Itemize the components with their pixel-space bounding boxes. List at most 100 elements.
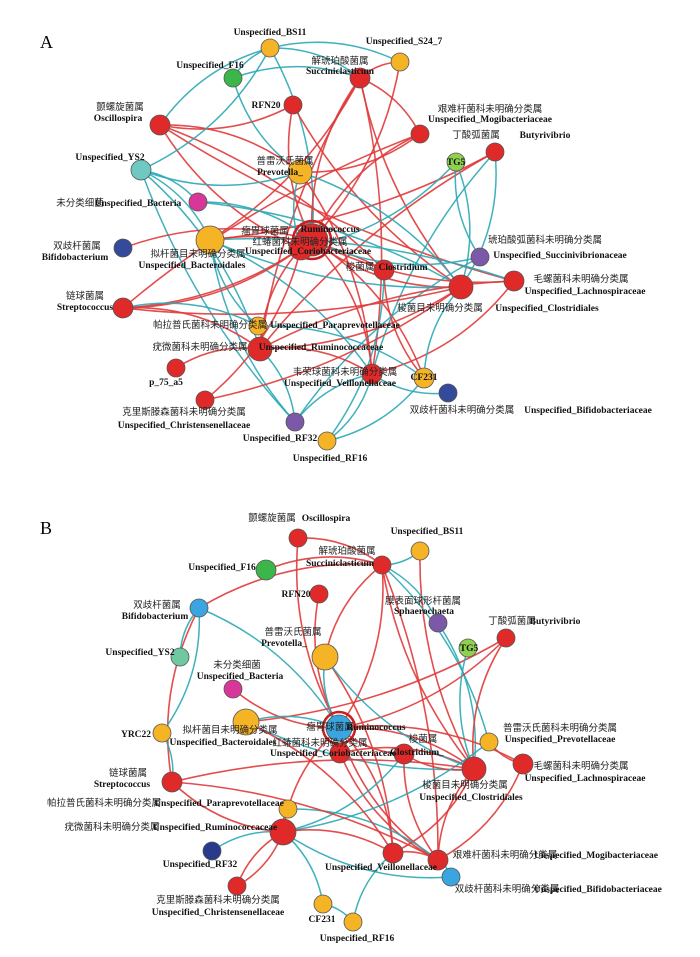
positive-edge [324,564,383,658]
node-label-en: Unspecified_Coriobacteriaceae [245,247,371,257]
node-butyr[interactable] [485,142,505,162]
node-rumfam[interactable] [247,336,273,362]
node-label-en: Unspecified_Ruminococcaceae [153,823,278,833]
node-prev[interactable] [287,159,313,185]
panel-letter: A [40,32,53,52]
node-bacteroid[interactable] [232,708,260,736]
node-strep[interactable] [161,771,183,793]
node-bifido[interactable] [189,598,209,618]
positive-edge [311,61,401,241]
node-label-en: Unspecified_RF16 [320,934,395,944]
node-p75[interactable] [166,358,186,378]
node-clost[interactable] [393,743,415,765]
node-label-cn: 韦荣球菌科未明确分类属 [293,366,398,378]
node-label-cn: 克里斯滕森菌科未明确分类属 [156,894,280,906]
node-label-cn: 毛螺菌科未明确分类属 [533,273,628,285]
negative-edge [455,161,471,288]
node-clostr[interactable] [461,756,487,782]
positive-edge [419,550,475,770]
node-f16[interactable] [223,68,243,88]
node-tg5[interactable] [458,638,478,658]
negative-edge [311,239,481,266]
node-rf16[interactable] [317,431,337,451]
positive-edge [381,564,475,770]
node-corio[interactable] [288,235,314,261]
node-rfn20[interactable] [283,95,303,115]
node-label-en: Unspecified_Bacteroidales [170,738,277,748]
node-christ[interactable] [227,876,247,896]
negative-edge [454,161,481,258]
node-label-en: Unspecified_Paraprevotellaceae [154,799,284,809]
node-clost[interactable] [373,259,395,281]
node-bact[interactable] [188,192,208,212]
node-label-cn: 解琥珀酸菌属 [318,545,375,557]
node-label-cn: 梭菌目未明确分类属 [397,302,483,314]
node-bs11[interactable] [260,38,280,58]
node-osc[interactable] [288,528,308,548]
node-ys2[interactable] [130,159,152,181]
node-label-cn: 丁酸弧菌属 [488,615,536,627]
node-label-en: Unspecified_Mogibacteriaceae [428,115,552,125]
node-label-cn: 梭菌属 [409,733,438,745]
node-succin[interactable] [470,247,490,267]
node-bifam[interactable] [438,383,458,403]
node-butyr[interactable] [496,628,516,648]
node-label-cn: 拟杆菌目未明确分类属 [150,248,245,260]
node-rumi[interactable] [325,714,353,742]
negative-edge [326,269,385,442]
node-cf231[interactable] [413,367,435,389]
node-prevfam[interactable] [479,732,499,752]
node-rumfam[interactable] [269,818,297,846]
positive-edge [171,781,439,861]
node-label-en: Unspecified_Bacteria [95,199,182,209]
node-lachno[interactable] [503,270,525,292]
node-rf16[interactable] [343,912,363,932]
node-succ[interactable] [372,555,392,575]
negative-edge [209,239,462,289]
node-strep[interactable] [112,297,134,319]
node-label-cn: 颤螺旋菌属 [248,512,296,524]
positive-edge [166,607,200,783]
node-veill[interactable] [382,842,404,864]
node-osc[interactable] [149,114,171,136]
node-bs11[interactable] [410,541,430,561]
node-veill[interactable] [361,363,383,385]
positive-edge [282,727,340,833]
node-label-cn: 链球菌属 [66,290,104,302]
node-label-en: Succiniclasticum [306,67,374,77]
node-sphaer[interactable] [428,613,448,633]
node-clostr[interactable] [448,274,474,300]
node-rfn20[interactable] [309,584,329,604]
node-cf231[interactable] [313,894,333,914]
node-label-en: Unspecified_Mogibacteriaceae [534,851,658,861]
node-parap[interactable] [248,316,268,336]
node-christ[interactable] [195,390,215,410]
node-bact[interactable] [223,679,243,699]
node-rf32[interactable] [202,841,222,861]
positive-edge [159,104,294,130]
node-lachno[interactable] [512,753,534,775]
node-bifido[interactable] [113,238,133,258]
node-parap[interactable] [278,799,298,819]
node-label-en: RFN20 [251,101,280,111]
node-succ[interactable] [349,67,371,89]
node-s24[interactable] [390,52,410,72]
node-label-en: Unspecified_Succinivibrionaceae [493,251,627,261]
node-label-cn: 双歧杆菌科未明确分类属 [455,883,560,895]
node-rf32[interactable] [285,412,305,432]
node-bifam[interactable] [441,867,461,887]
node-ys2[interactable] [170,647,190,667]
node-mog[interactable] [410,124,430,144]
node-label-en: Unspecified_Ruminococcaceae [259,343,384,353]
node-mog[interactable] [427,849,449,871]
node-yrc22[interactable] [152,723,172,743]
node-bacteroid[interactable] [195,225,225,255]
node-tg5[interactable] [446,152,466,172]
node-prev[interactable] [311,643,339,671]
node-label-en: YRC22 [121,730,151,740]
node-corio[interactable] [329,742,351,764]
node-label-en: Unspecified_F16 [188,563,256,573]
positive-edge [171,759,475,783]
node-f16[interactable] [255,559,277,581]
